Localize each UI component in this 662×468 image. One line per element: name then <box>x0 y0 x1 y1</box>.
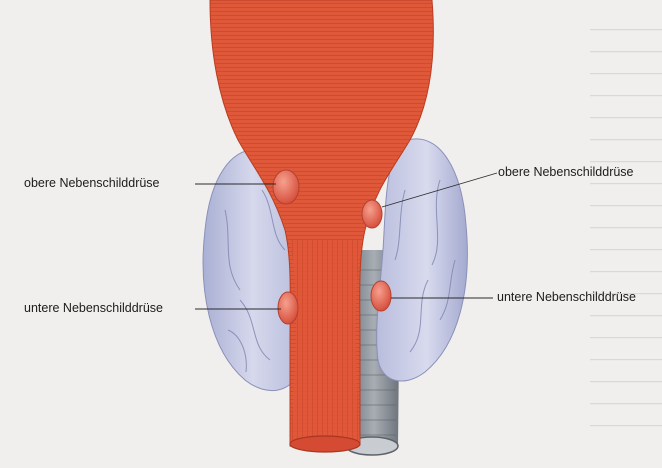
parathyroid-lower-right <box>371 281 391 311</box>
parathyroid-upper-left <box>273 170 299 204</box>
label-upper-left-parathyroid: obere Nebenschilddrüse <box>24 176 160 190</box>
parathyroid-upper-right <box>362 200 382 228</box>
thyroid-right-lobe <box>377 139 468 381</box>
parathyroid-lower-left <box>278 292 298 324</box>
label-lower-left-parathyroid: untere Nebenschilddrüse <box>24 301 163 315</box>
label-upper-right-parathyroid: obere Nebenschilddrüse <box>498 165 634 179</box>
label-lower-right-parathyroid: untere Nebenschilddrüse <box>497 290 636 304</box>
